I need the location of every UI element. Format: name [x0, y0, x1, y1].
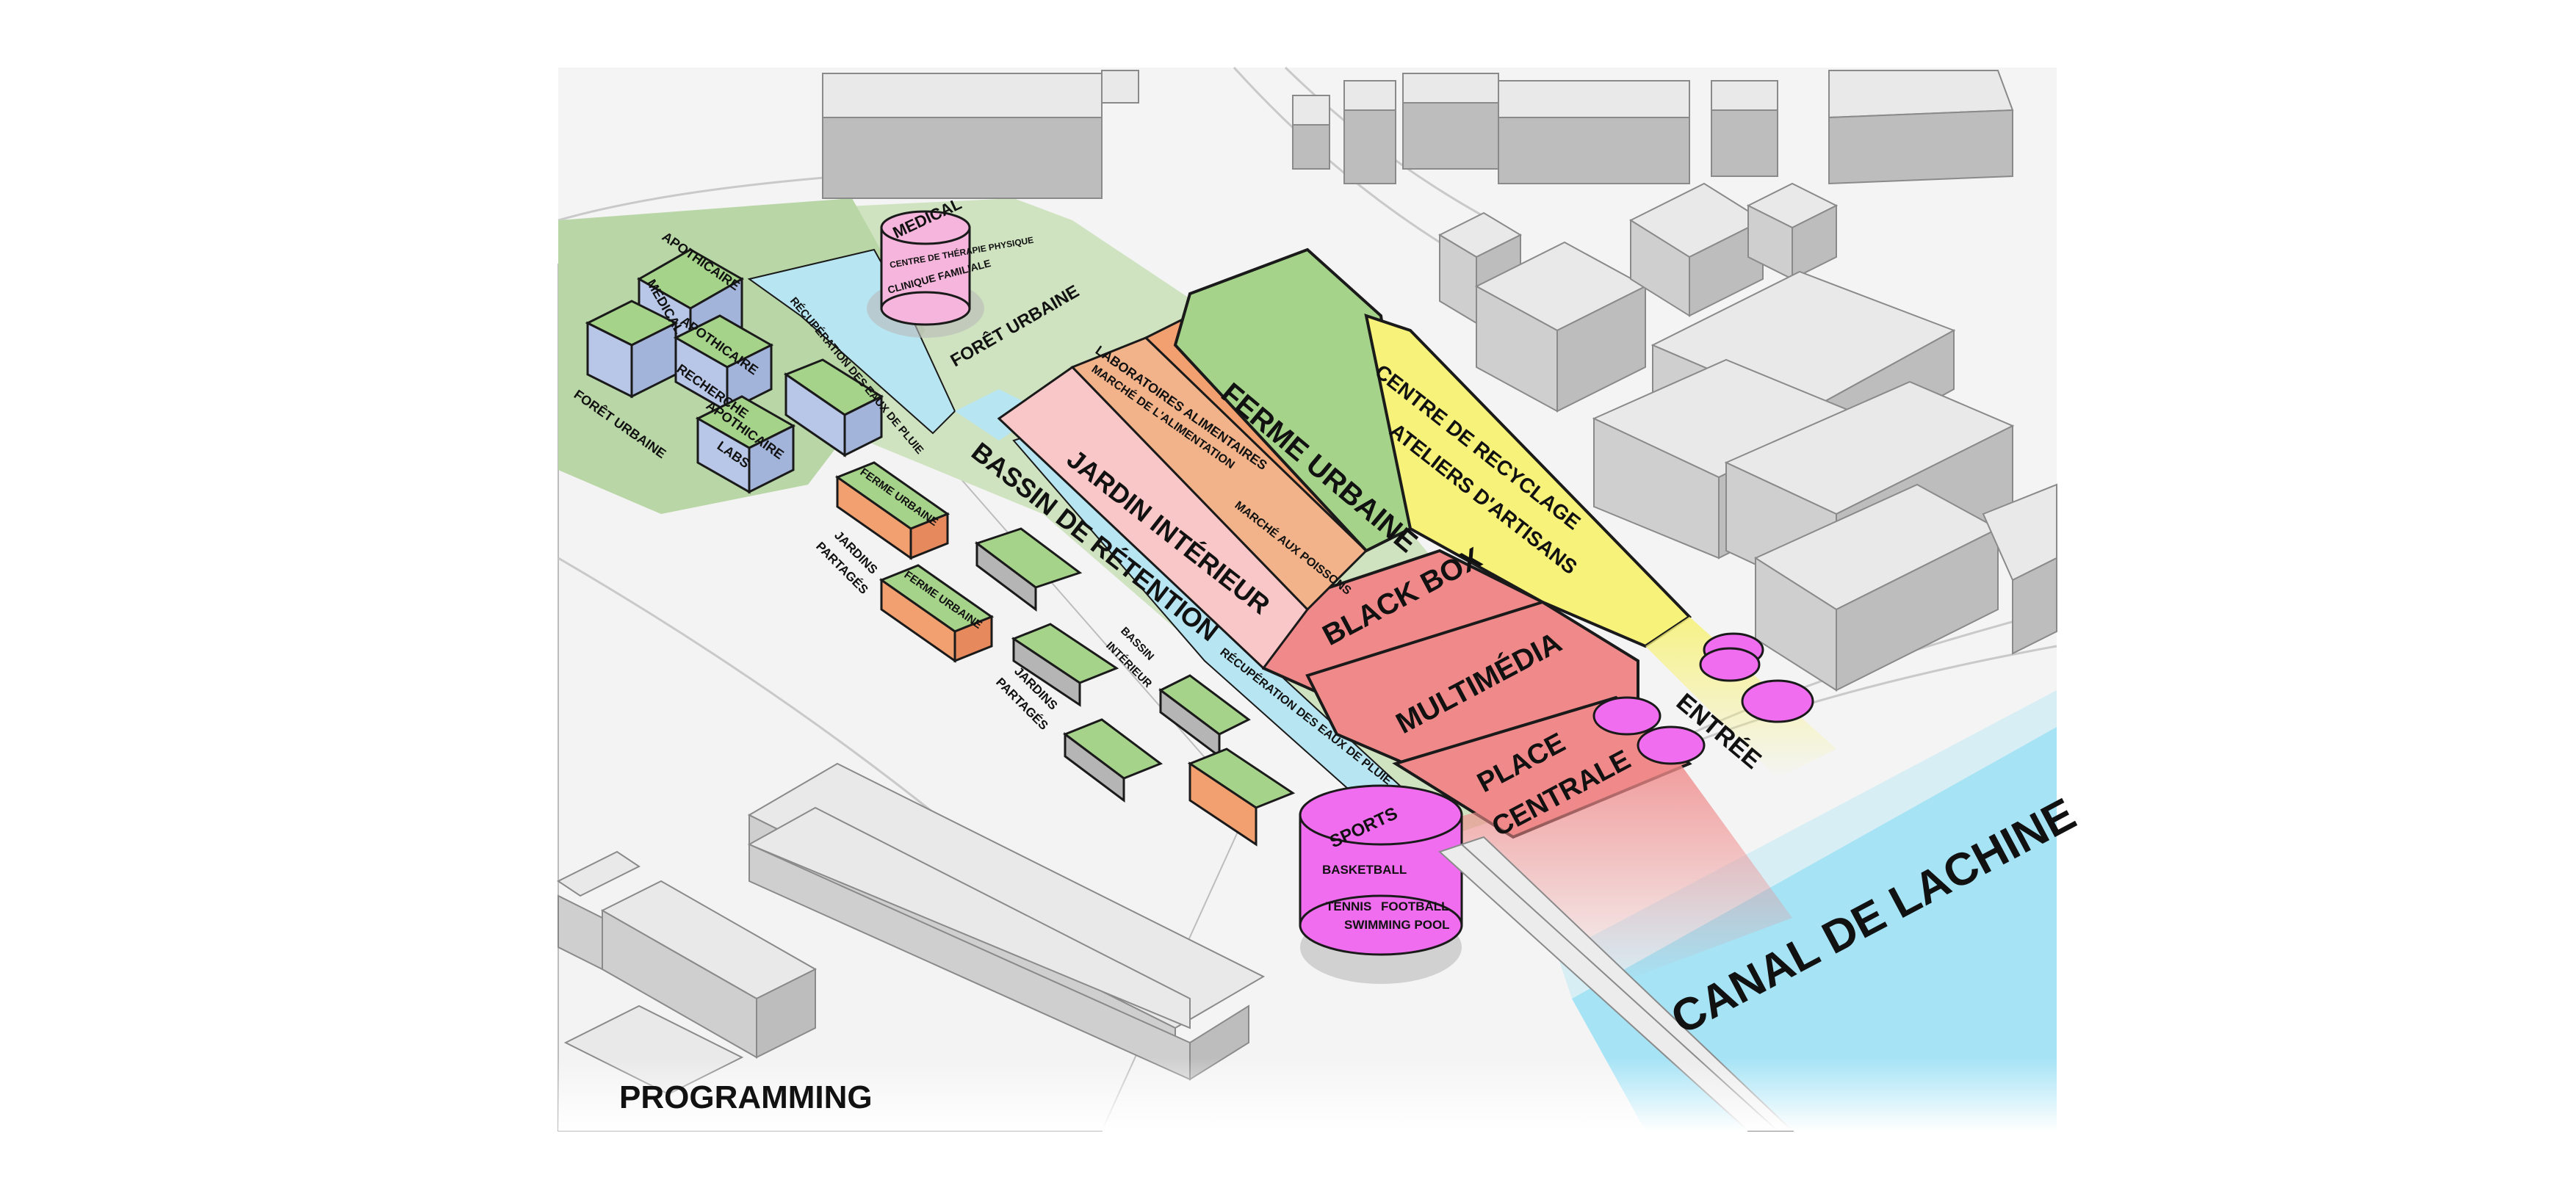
- caption-programming: PROGRAMMING: [619, 1079, 873, 1115]
- label-swimming-pool: SWIMMING POOL: [1344, 918, 1450, 932]
- label-football: FOOTBALL: [1381, 899, 1449, 913]
- place-centrale-fade: [1440, 756, 1792, 984]
- context-buildings: [557, 70, 2057, 1096]
- small-farm-buildings: [834, 461, 1296, 847]
- bottom-fade: [558, 1057, 2057, 1131]
- medical-tower: [867, 210, 984, 338]
- label-tennis: TENNIS: [1326, 899, 1371, 913]
- entree-zone: [1645, 617, 1836, 778]
- label-basketball: BASKETBALL: [1322, 863, 1407, 877]
- apothicaire-towers: [585, 248, 884, 494]
- canal: [1572, 727, 2057, 1131]
- entrance-pods: [1592, 632, 1814, 765]
